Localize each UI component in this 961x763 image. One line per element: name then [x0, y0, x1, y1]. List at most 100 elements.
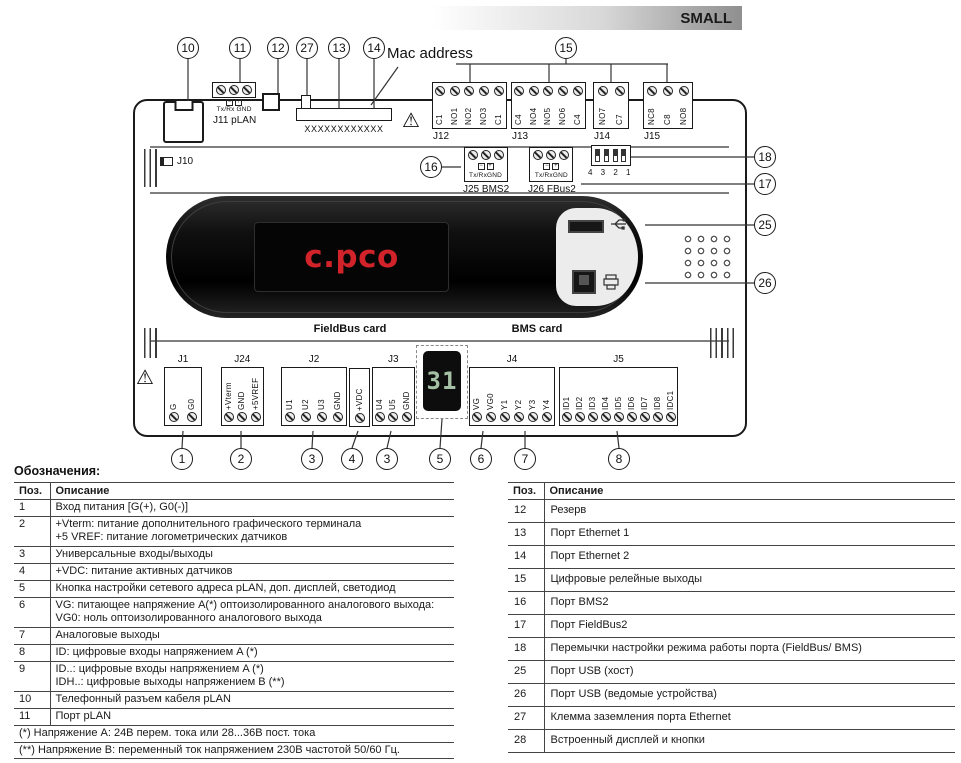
size-badge: SMALL [432, 6, 742, 30]
legend-row: 14 Порт Ethernet 2 [508, 545, 955, 569]
callout-17: 17 [754, 173, 776, 195]
connector-label-j14: J14 [594, 131, 611, 142]
screw-terminal-icon [528, 86, 539, 96]
legend-pos: 1 [14, 499, 51, 517]
terminal-pin: C7 [611, 83, 628, 128]
pin-label: +VDC [354, 388, 364, 411]
connector-label-j15: J15 [644, 131, 661, 142]
dip-switch-numbers: 4 3 2 1 [588, 168, 634, 177]
pin-label: ID5 [613, 396, 623, 410]
pin-label: C1 [493, 114, 503, 125]
screw-terminal-icon [561, 412, 572, 422]
terminal-pin: Y1 [498, 368, 512, 425]
fieldbus-card-label: FieldBus card [313, 323, 387, 335]
legend-header-row: Поз. Описание [14, 482, 454, 500]
legend-table-right: Поз. Описание 12 Резерв 13 Порт Ethernet… [508, 482, 955, 753]
usb-device-printer-icon [603, 274, 619, 290]
legend-row: 26 Порт USB (ведомые устройства) [508, 683, 955, 707]
terminal-pin: ID5 [612, 368, 625, 425]
j11-terminals [212, 82, 257, 98]
display-dashed-outline [416, 345, 468, 419]
terminal-pins: NC8 C8 NO8 [643, 82, 693, 129]
legend-row: 15 Цифровые релейные выходы [508, 568, 955, 592]
terminal-pin: GND [400, 368, 414, 425]
connector-icon [160, 157, 173, 166]
screw-terminal-icon [514, 86, 525, 96]
pin-label: ID7 [639, 396, 649, 410]
legend-row: 4 +VDC: питание активных датчиков [14, 563, 454, 581]
pin-label: NO2 [464, 107, 474, 125]
legend-row: 9 ID..: цифровые входы напряжением A (*)… [14, 661, 454, 692]
screw-terminal-icon [301, 412, 311, 422]
legend-footnote-text: (**) Напряжение B: переменный ток напряж… [14, 742, 454, 760]
screw-terminal-icon [546, 150, 557, 160]
legend-desc: Перемычки настройки режима работы порта … [544, 637, 955, 661]
j10-connector: J10 [160, 156, 193, 167]
pin-label: NO8 [679, 107, 688, 125]
ethernet-port [262, 93, 280, 111]
terminal-pin: VG [470, 368, 484, 425]
connector-label-j13: J13 [512, 131, 529, 142]
screw-terminal-icon [528, 412, 538, 422]
legend-desc: Клемма заземления порта Ethernet [544, 706, 955, 730]
legend-pos: 3 [14, 546, 51, 564]
screw-terminal-icon [500, 412, 510, 422]
screw-terminal-icon [486, 412, 496, 422]
terminal-pin: G [165, 368, 183, 425]
pin-label: NC8 [647, 108, 656, 125]
screw-terminal-icon [533, 150, 544, 160]
plus-terminal-icon [552, 163, 560, 170]
legend-pos: 16 [508, 591, 545, 615]
terminal-pin: U3 [314, 368, 330, 425]
legend-desc: Порт Ethernet 2 [544, 545, 955, 569]
legend-row: 18 Перемычки настройки режима работы пор… [508, 637, 955, 661]
connector-label-j4: J4 [506, 354, 518, 365]
terminal-pin: C1 [491, 83, 506, 128]
legend-desc: Цифровые релейные выходы [544, 568, 955, 592]
buzzer-holes [682, 233, 736, 279]
screw-terminal-icon [464, 86, 475, 96]
callout-15: 15 [555, 37, 577, 59]
legend-desc: +Vterm: питание дополнительного графичес… [50, 516, 454, 547]
legend-row: 12 Резерв [508, 499, 955, 523]
legend-pos: 7 [14, 627, 51, 645]
screw-row [216, 85, 253, 95]
legend-row: 25 Порт USB (хост) [508, 660, 955, 684]
pin-label: C8 [663, 114, 672, 125]
legend-row: 1 Вход питания [G(+), G0(-)] [14, 499, 454, 517]
ethernet-cover [296, 108, 392, 121]
j25-terminals: Tx/RxGND [463, 147, 508, 182]
legend-desc: ID..: цифровые входы напряжением A (*) I… [50, 661, 454, 692]
screw-terminal-icon [449, 86, 460, 96]
j26-terminals: Tx/RxGND [529, 147, 574, 182]
terminal-pin: C4 [570, 83, 585, 128]
terminal-pin: Y4 [540, 368, 554, 425]
dip-switch-icon [603, 149, 609, 162]
legend-pos: 28 [508, 729, 545, 753]
screw-terminal-icon [493, 86, 504, 96]
size-badge-label: SMALL [680, 9, 732, 27]
dip-switch-icon [595, 149, 601, 162]
legend-pos: 5 [14, 580, 51, 598]
legend-footnote: (**) Напряжение B: переменный ток напряж… [14, 742, 454, 760]
j26-pins-label: Tx/RxGND [534, 172, 568, 179]
usb-host-port [568, 220, 604, 233]
terminal-pin: NO6 [556, 83, 571, 128]
terminal-pin: Y3 [526, 368, 540, 425]
pin-label: GND [333, 391, 342, 410]
callout-4: 4 [341, 448, 363, 470]
terminal-block-j15: NC8 C8 NO8 J15 [643, 82, 693, 142]
screw-row [533, 150, 570, 160]
terminal-pin: NO3 [477, 83, 492, 128]
pin-label: VG [472, 397, 481, 410]
screw-terminal-icon [493, 150, 504, 160]
screw-row [467, 150, 504, 160]
legend-desc: Кнопка настройки сетевого адреса pLAN, д… [50, 580, 454, 598]
usb-host-icon [611, 218, 626, 230]
screw-terminal-icon [187, 412, 197, 422]
minus-terminal-icon [477, 163, 485, 170]
terminal-pin: ID2 [573, 368, 586, 425]
